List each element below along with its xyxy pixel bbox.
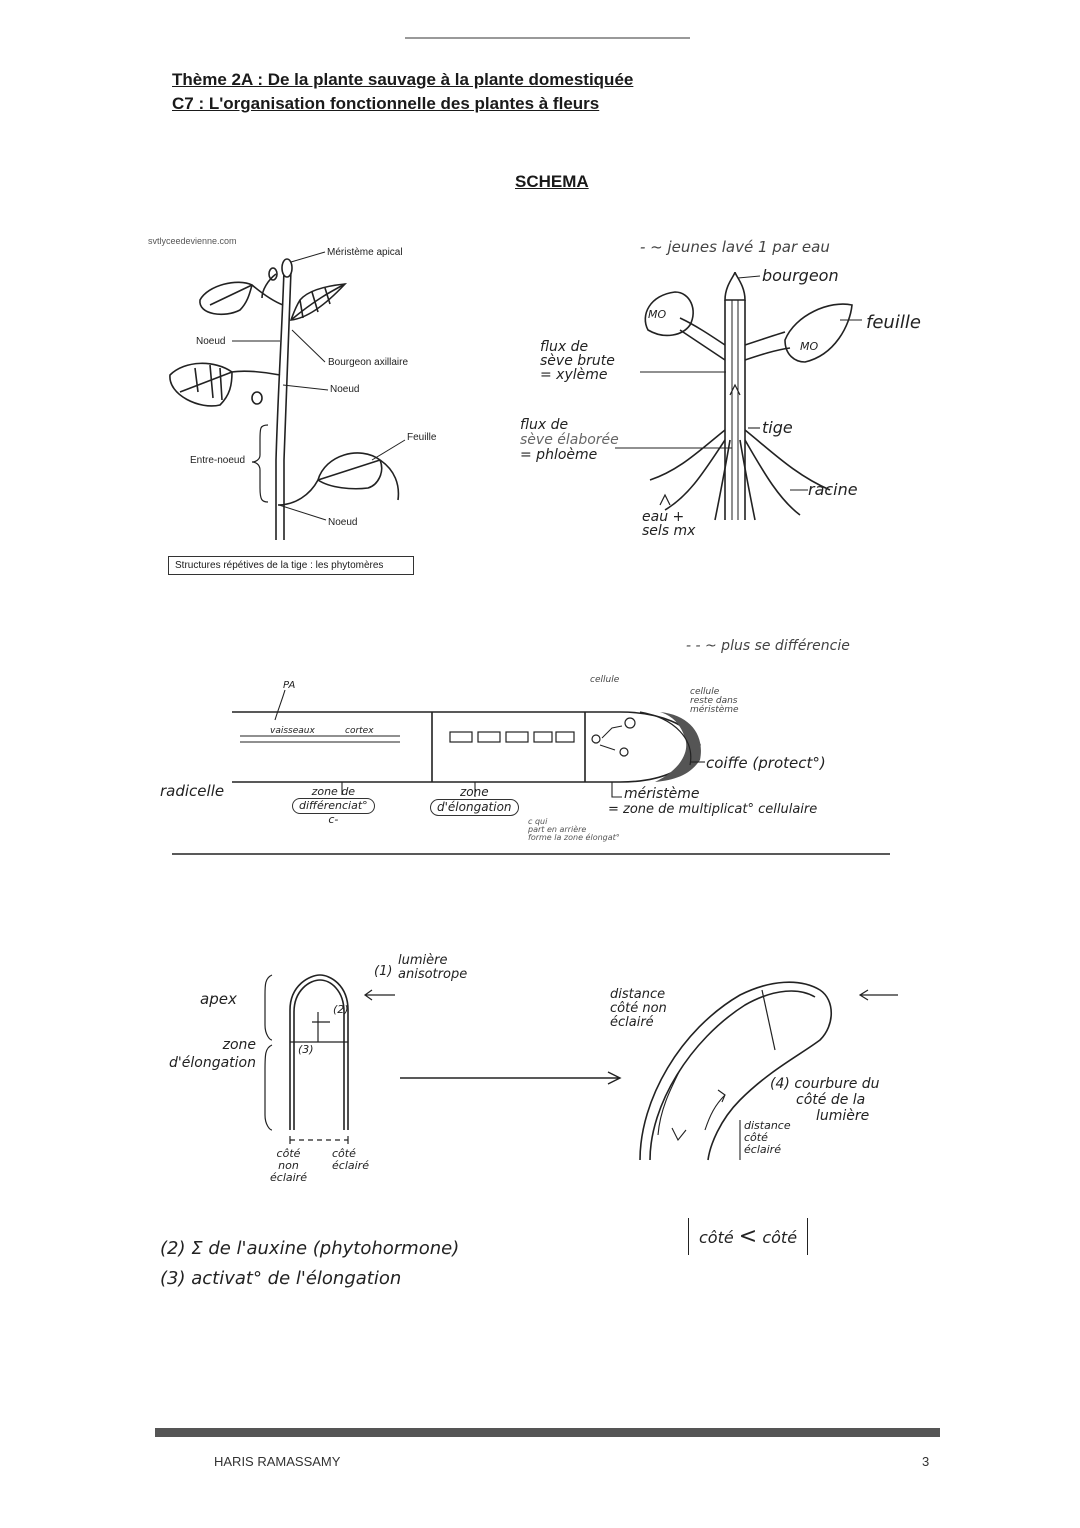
label-radicelle: radicelle: [160, 782, 225, 800]
label-apex: apex: [200, 990, 237, 1008]
label-lumiere-anisotrope: lumière anisotrope: [398, 953, 468, 982]
label-distance-non-eclaire: distance côté non éclairé: [610, 987, 667, 1030]
label-vaisseaux: vaisseaux: [270, 726, 315, 736]
label-tige-hw: tige: [762, 418, 793, 437]
label-feuille-hw: feuille: [866, 312, 921, 333]
label-courbure: (4) courbure du côté de la lumière: [770, 1076, 880, 1124]
label-meristeme-apical: Méristème apical: [327, 247, 403, 258]
note-auxine: (2) Σ de l'auxine (phytohormone): [160, 1238, 460, 1259]
source-credit: svtlyceedevienne.com: [148, 236, 237, 246]
label-meristeme: méristème: [624, 786, 700, 802]
note-elongation: (3) activat° de l'élongation: [160, 1268, 402, 1289]
label-cote-eclaire: côté éclairé: [332, 1147, 369, 1172]
label-noeud-left: Noeud: [196, 336, 226, 347]
plant-illustration: [169, 251, 406, 540]
num-1: (1): [374, 964, 393, 979]
label-entre-noeud: Entre-noeud: [190, 455, 246, 466]
label-coiffe: coiffe (protect°): [706, 754, 826, 772]
label-mo-left: MO: [648, 308, 667, 321]
vascular-drawing: [615, 271, 862, 521]
num-3: (3): [298, 1043, 314, 1056]
label-cote-non-eclaire: côté non éclairé: [270, 1147, 307, 1184]
label-bourgeon-hw: bourgeon: [762, 266, 839, 285]
label-cell-top: cellule: [590, 675, 620, 685]
num-2: (2): [333, 1003, 349, 1016]
label-feuille: Feuille: [407, 432, 437, 443]
phytomere-caption: Structures répétives de la tige : les ph…: [168, 556, 414, 575]
label-phloem: flux de sève élaborée = phloème: [520, 417, 619, 463]
label-mo-right: MO: [800, 340, 819, 353]
label-noeud-mid: Noeud: [330, 384, 360, 395]
label-multiplication: = zone de multiplicat° cellulaire: [608, 802, 818, 817]
label-distance-eclaire: distance côté éclairé: [744, 1119, 791, 1156]
label-bourgeon-axillaire: Bourgeon axillaire: [328, 357, 409, 368]
label-zone-differenciation: zone de différenciat° c-: [292, 786, 375, 826]
schema-title: SCHEMA: [515, 172, 589, 191]
label-small-note: c qui part en arrière forme la zone élon…: [528, 817, 620, 842]
root-drawing: [172, 689, 890, 855]
footer-author: HARIS RAMASSAMY: [214, 1454, 341, 1469]
label-zone-elongation: zone d'élongation: [430, 786, 519, 816]
label-zone-elongation-2: zone d'élongation: [169, 1037, 256, 1071]
label-racine-hw: racine: [808, 480, 858, 499]
root-top-note: - - ~ plus se différencie: [686, 638, 850, 654]
chapter-title: C7 : L'organisation fonctionnelle des pl…: [172, 94, 600, 113]
vascular-top-note: - ~ jeunes lavé 1 par eau: [640, 238, 830, 256]
theme-title: Thème 2A : De la plante sauvage à la pla…: [172, 70, 634, 89]
label-xylem: flux de sève brute = xylème: [540, 339, 615, 383]
label-cortex: cortex: [345, 726, 374, 736]
comparison-box: côté < côté: [688, 1218, 809, 1255]
tropism-drawing: [264, 974, 898, 1161]
label-cell-note: cellule reste dans méristème: [690, 687, 739, 715]
label-pa: PA: [283, 680, 296, 691]
label-eau-sels: eau + sels mx: [642, 509, 696, 539]
page-number: 3: [922, 1454, 930, 1469]
label-noeud-bottom: Noeud: [328, 517, 358, 528]
footer-bar: [155, 1428, 940, 1437]
